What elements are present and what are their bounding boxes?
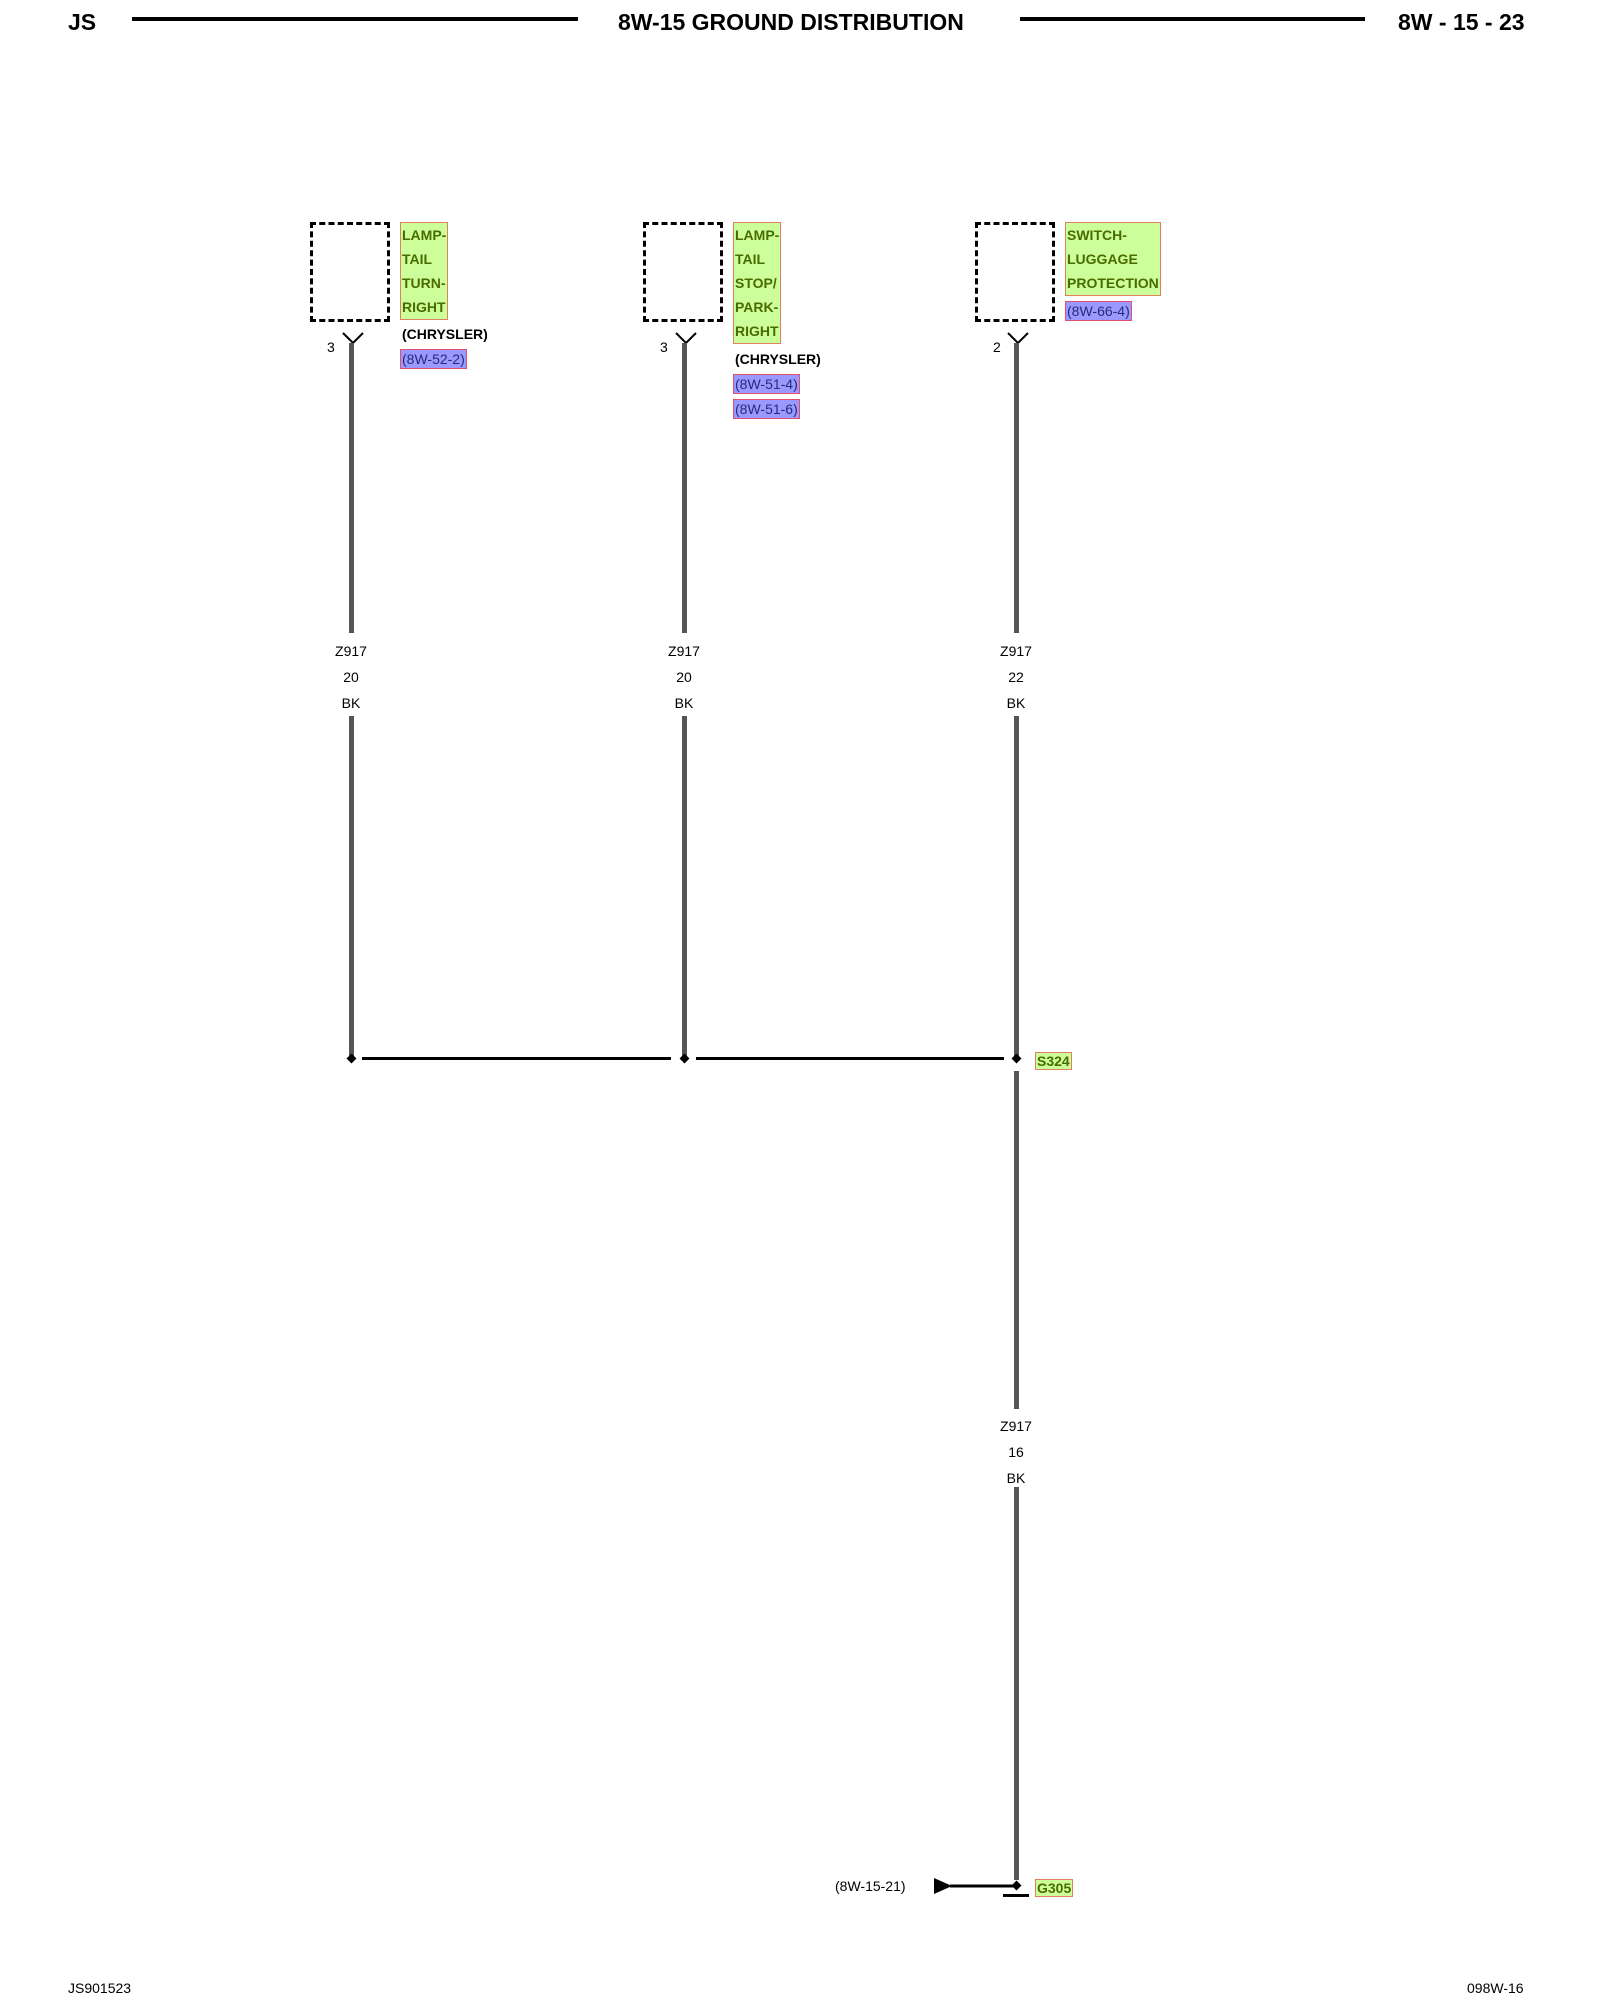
connector-outline	[310, 222, 390, 322]
connector-note: (CHRYSLER)	[402, 326, 488, 342]
wire-segment	[1014, 1487, 1019, 1880]
bus-wire	[696, 1057, 1004, 1060]
connector-note: (CHRYSLER)	[735, 351, 821, 367]
splice-id[interactable]: S324	[1035, 1052, 1072, 1070]
splice-node	[1011, 1053, 1022, 1064]
ground-arrow-icon	[934, 1878, 1014, 1894]
wire-segment	[349, 716, 354, 1056]
wire-label: Z917 16 BK	[1000, 1418, 1032, 1486]
page-title: 8W-15 GROUND DISTRIBUTION	[618, 9, 964, 35]
page-number: 8W - 15 - 23	[1398, 9, 1525, 35]
ground-id[interactable]: G305	[1035, 1879, 1074, 1897]
pin-number: 3	[660, 339, 668, 355]
footer-right: 098W-16	[1467, 1980, 1524, 1996]
pin-number: 2	[993, 339, 1001, 355]
wire-label: Z917 22 BK	[1000, 643, 1032, 711]
splice-node	[346, 1053, 357, 1064]
connector-name: LAMP- TAIL STOP/ PARK- RIGHT	[733, 222, 782, 344]
page-ref-link[interactable]: (8W-51-6)	[733, 399, 800, 419]
connector-name: LAMP- TAIL TURN- RIGHT	[400, 222, 449, 320]
splice-node	[679, 1053, 690, 1064]
page-ref-link[interactable]: (8W-66-4)	[1065, 301, 1132, 321]
header-left: JS	[68, 9, 97, 35]
connector-outline	[975, 222, 1055, 322]
wire-segment	[349, 343, 354, 633]
page-ref-link[interactable]: (8W-51-4)	[733, 374, 800, 394]
wire-label: Z917 20 BK	[668, 643, 700, 711]
wire-segment	[1014, 716, 1019, 1056]
header-rule-left	[132, 17, 578, 21]
header-rule-right	[1020, 17, 1365, 21]
connector-outline	[643, 222, 723, 322]
wire-segment	[682, 343, 687, 633]
wire-segment	[1014, 343, 1019, 633]
ground-bar	[1003, 1894, 1029, 1897]
footer-left: JS901523	[68, 1980, 132, 1996]
bus-wire	[362, 1057, 671, 1060]
page-ref-link[interactable]: (8W-52-2)	[400, 349, 467, 369]
pin-number: 3	[327, 339, 335, 355]
wire-segment	[682, 716, 687, 1056]
ground-ref-link[interactable]: (8W-15-21)	[835, 1878, 906, 1894]
wire-label: Z917 20 BK	[335, 643, 367, 711]
connector-name: SWITCH- LUGGAGE PROTECTION	[1065, 222, 1161, 296]
wire-segment	[1014, 1071, 1019, 1409]
